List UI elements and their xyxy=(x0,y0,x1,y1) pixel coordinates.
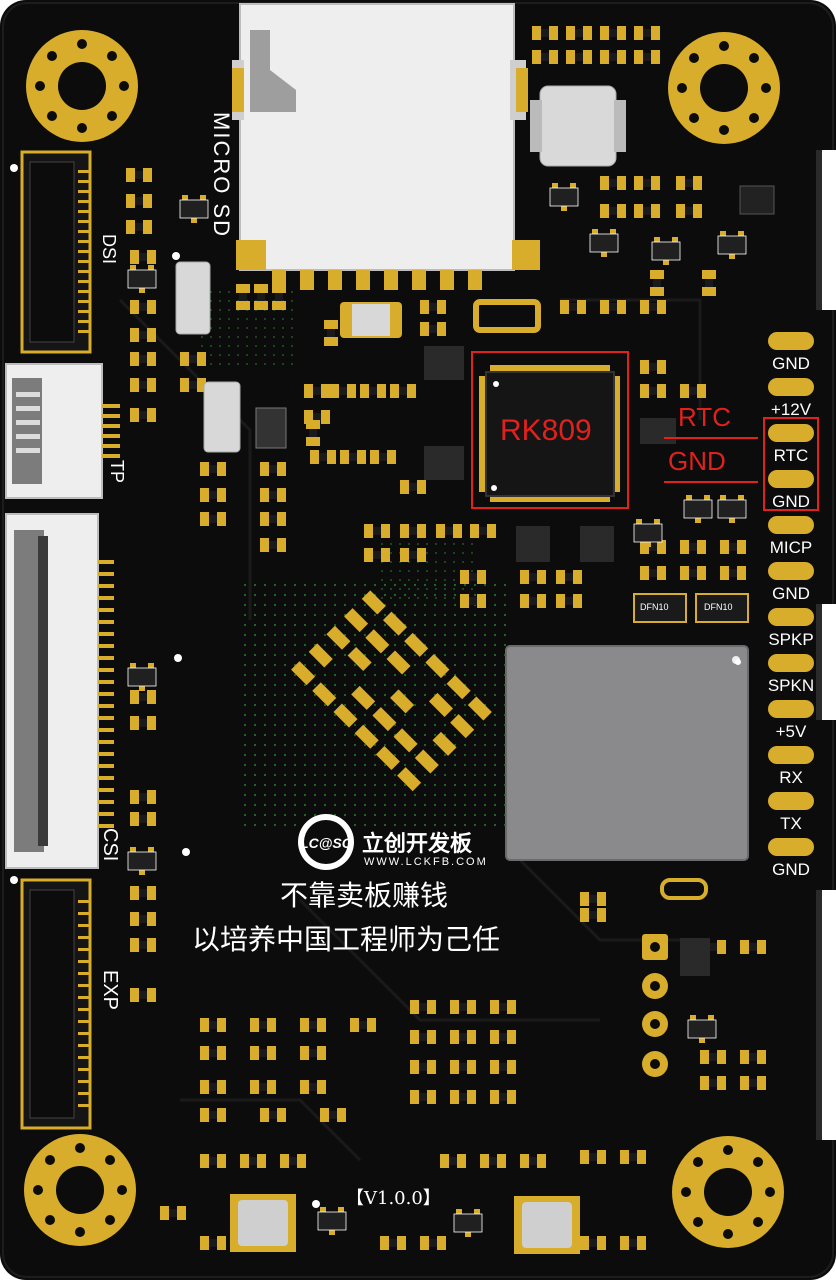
micro-sd-label: MICRO SD xyxy=(209,112,234,238)
tp-label: TP xyxy=(107,460,127,484)
logo-text: LC@SC xyxy=(300,835,353,851)
rtc-annotation: RTC xyxy=(678,402,731,432)
dsi-connector xyxy=(20,150,92,354)
dfn-packages xyxy=(633,593,749,623)
exp-label: EXP xyxy=(99,970,121,1011)
pin-label-5v: +5V xyxy=(775,722,807,741)
test-pads xyxy=(642,934,668,1077)
tp-connector xyxy=(5,363,120,499)
mount-hole-top-right xyxy=(668,32,780,144)
pin-label-rtc: RTC xyxy=(773,446,809,465)
mount-hole-top-left xyxy=(26,30,138,142)
micro-sd-socket xyxy=(232,3,540,290)
pin-label-tx: TX xyxy=(780,814,802,833)
pin-header-pads xyxy=(768,332,814,856)
rk809-chip xyxy=(479,365,620,502)
pin-label-gnd-1: GND xyxy=(772,354,810,373)
red-annotations xyxy=(471,351,819,511)
csi-label: CSI xyxy=(99,828,121,862)
pin-label-gnd-2: GND xyxy=(772,492,810,511)
slogan-line-1: 不靠卖板赚钱 xyxy=(280,879,449,912)
pin-label-gnd-4: GND xyxy=(772,860,810,879)
bga-area xyxy=(240,580,510,830)
rk809-chip-label: RK809 xyxy=(500,414,592,447)
exp-connector xyxy=(20,878,92,1130)
mount-hole-bottom-right xyxy=(672,1136,784,1248)
white-components xyxy=(175,261,708,1254)
slogan-line-2: 以培养中国工程师为己任 xyxy=(192,923,501,956)
brand-name: 立创开发板 xyxy=(362,832,473,857)
main-soc xyxy=(505,645,749,861)
version-label: 【V1.0.0】 xyxy=(346,1188,441,1209)
pin-label-spkp: SPKP xyxy=(768,630,814,649)
dfn-left-label: DFN10 xyxy=(640,602,669,612)
smd-inductor xyxy=(530,85,626,167)
csi-connector xyxy=(5,513,114,869)
pin-label-12v: +12V xyxy=(770,400,812,419)
dfn-right-label: DFN10 xyxy=(704,602,733,612)
pin-label-rx: RX xyxy=(779,768,803,787)
lcsc-logo-mark: LC@SC xyxy=(298,814,354,870)
pin-label-gnd-3: GND xyxy=(772,584,810,603)
small-ics xyxy=(127,182,775,1238)
dsi-label: DSI xyxy=(99,234,119,265)
gnd-annotation: GND xyxy=(668,446,726,476)
brand-url: WWW.LCKFB.COM xyxy=(364,856,488,868)
pin-label-spkn: SPKN xyxy=(767,676,815,695)
pin-label-micp: MICP xyxy=(769,538,813,557)
mount-hole-bottom-left xyxy=(24,1134,136,1246)
